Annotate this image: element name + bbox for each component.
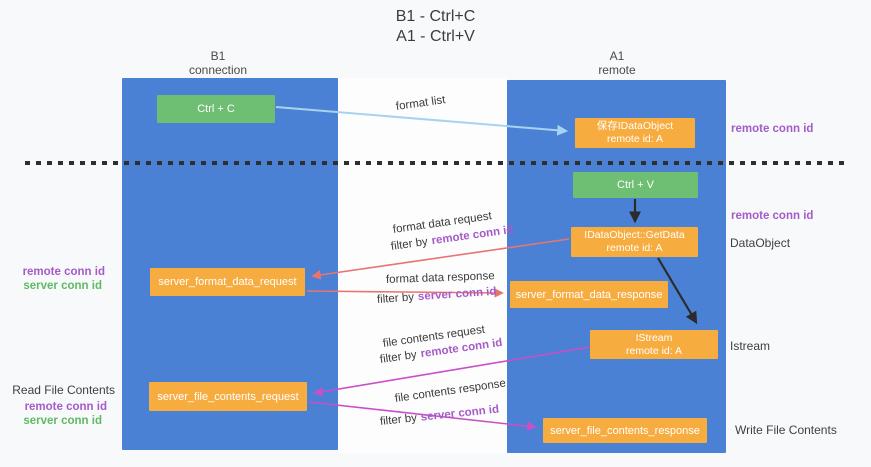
node-istream: IStream remote id: A: [590, 330, 718, 359]
diagram-title-line1: B1 - Ctrl+C: [395, 8, 476, 25]
node-istream-line2: remote id: A: [625, 344, 683, 357]
lifeline-b1-title: B1: [210, 49, 226, 63]
node-idataobject-getdata-line1: IDataObject::GetData: [584, 229, 685, 241]
right-label-write-file-contents: Write File Contents: [735, 423, 837, 437]
node-save-idataobject-line1: 保存IDataObject: [596, 120, 674, 132]
right-label-remote-conn-id-1: remote conn id: [731, 123, 814, 135]
node-server-format-data-request: server_format_data_request: [150, 268, 305, 296]
lifeline-a1-header: A1 remote: [537, 49, 697, 77]
node-server-file-contents-request: server_file_contents_request: [149, 382, 307, 411]
node-server-format-data-response: server_format_data_response: [510, 281, 668, 308]
node-ctrl-v-label: Ctrl + V: [617, 179, 654, 191]
diagram-title-line2: A1 - Ctrl+V: [396, 28, 475, 45]
node-server-file-contents-request-label: server_file_contents_request: [157, 390, 299, 403]
node-server-file-contents-response: server_file_contents_response: [543, 418, 707, 443]
right-label-remote-conn-id-2: remote conn id: [731, 210, 814, 222]
right-label-dataobject: DataObject: [730, 236, 791, 250]
machine-boundary-divider: [25, 161, 846, 165]
node-server-format-data-response-label: server_format_data_response: [515, 288, 663, 301]
left-label-server-conn-id-1: server conn id: [23, 280, 102, 292]
node-ctrl-v: Ctrl + V: [573, 172, 698, 198]
right-label-istream: Istream: [730, 339, 771, 353]
lifeline-b1-subtitle: connection: [188, 63, 248, 77]
node-idataobject-getdata-line2: remote id: A: [606, 242, 663, 254]
left-label-read-file-contents: Read File Contents: [12, 383, 115, 397]
lifeline-b1-header: B1 connection: [138, 49, 298, 77]
node-ctrl-c: Ctrl + C: [157, 95, 275, 123]
node-idataobject-getdata: IDataObject::GetData remote id: A: [571, 227, 698, 257]
node-save-idataobject: 保存IDataObject remote id: A: [575, 118, 695, 148]
lifeline-a1-subtitle: remote: [598, 63, 636, 77]
node-istream-line1: IStream: [635, 331, 673, 344]
lifeline-a1-title: A1: [609, 49, 625, 63]
node-server-format-data-request-label: server_format_data_request: [158, 276, 297, 288]
left-label-remote-conn-id-1: remote conn id: [22, 266, 105, 278]
left-label-remote-conn-id-2: remote conn id: [24, 401, 107, 413]
node-ctrl-c-label: Ctrl + C: [197, 103, 235, 115]
left-label-server-conn-id-2: server conn id: [23, 415, 102, 427]
node-save-idataobject-line2: remote id: A: [606, 133, 664, 145]
node-server-file-contents-response-label: server_file_contents_response: [550, 424, 700, 437]
